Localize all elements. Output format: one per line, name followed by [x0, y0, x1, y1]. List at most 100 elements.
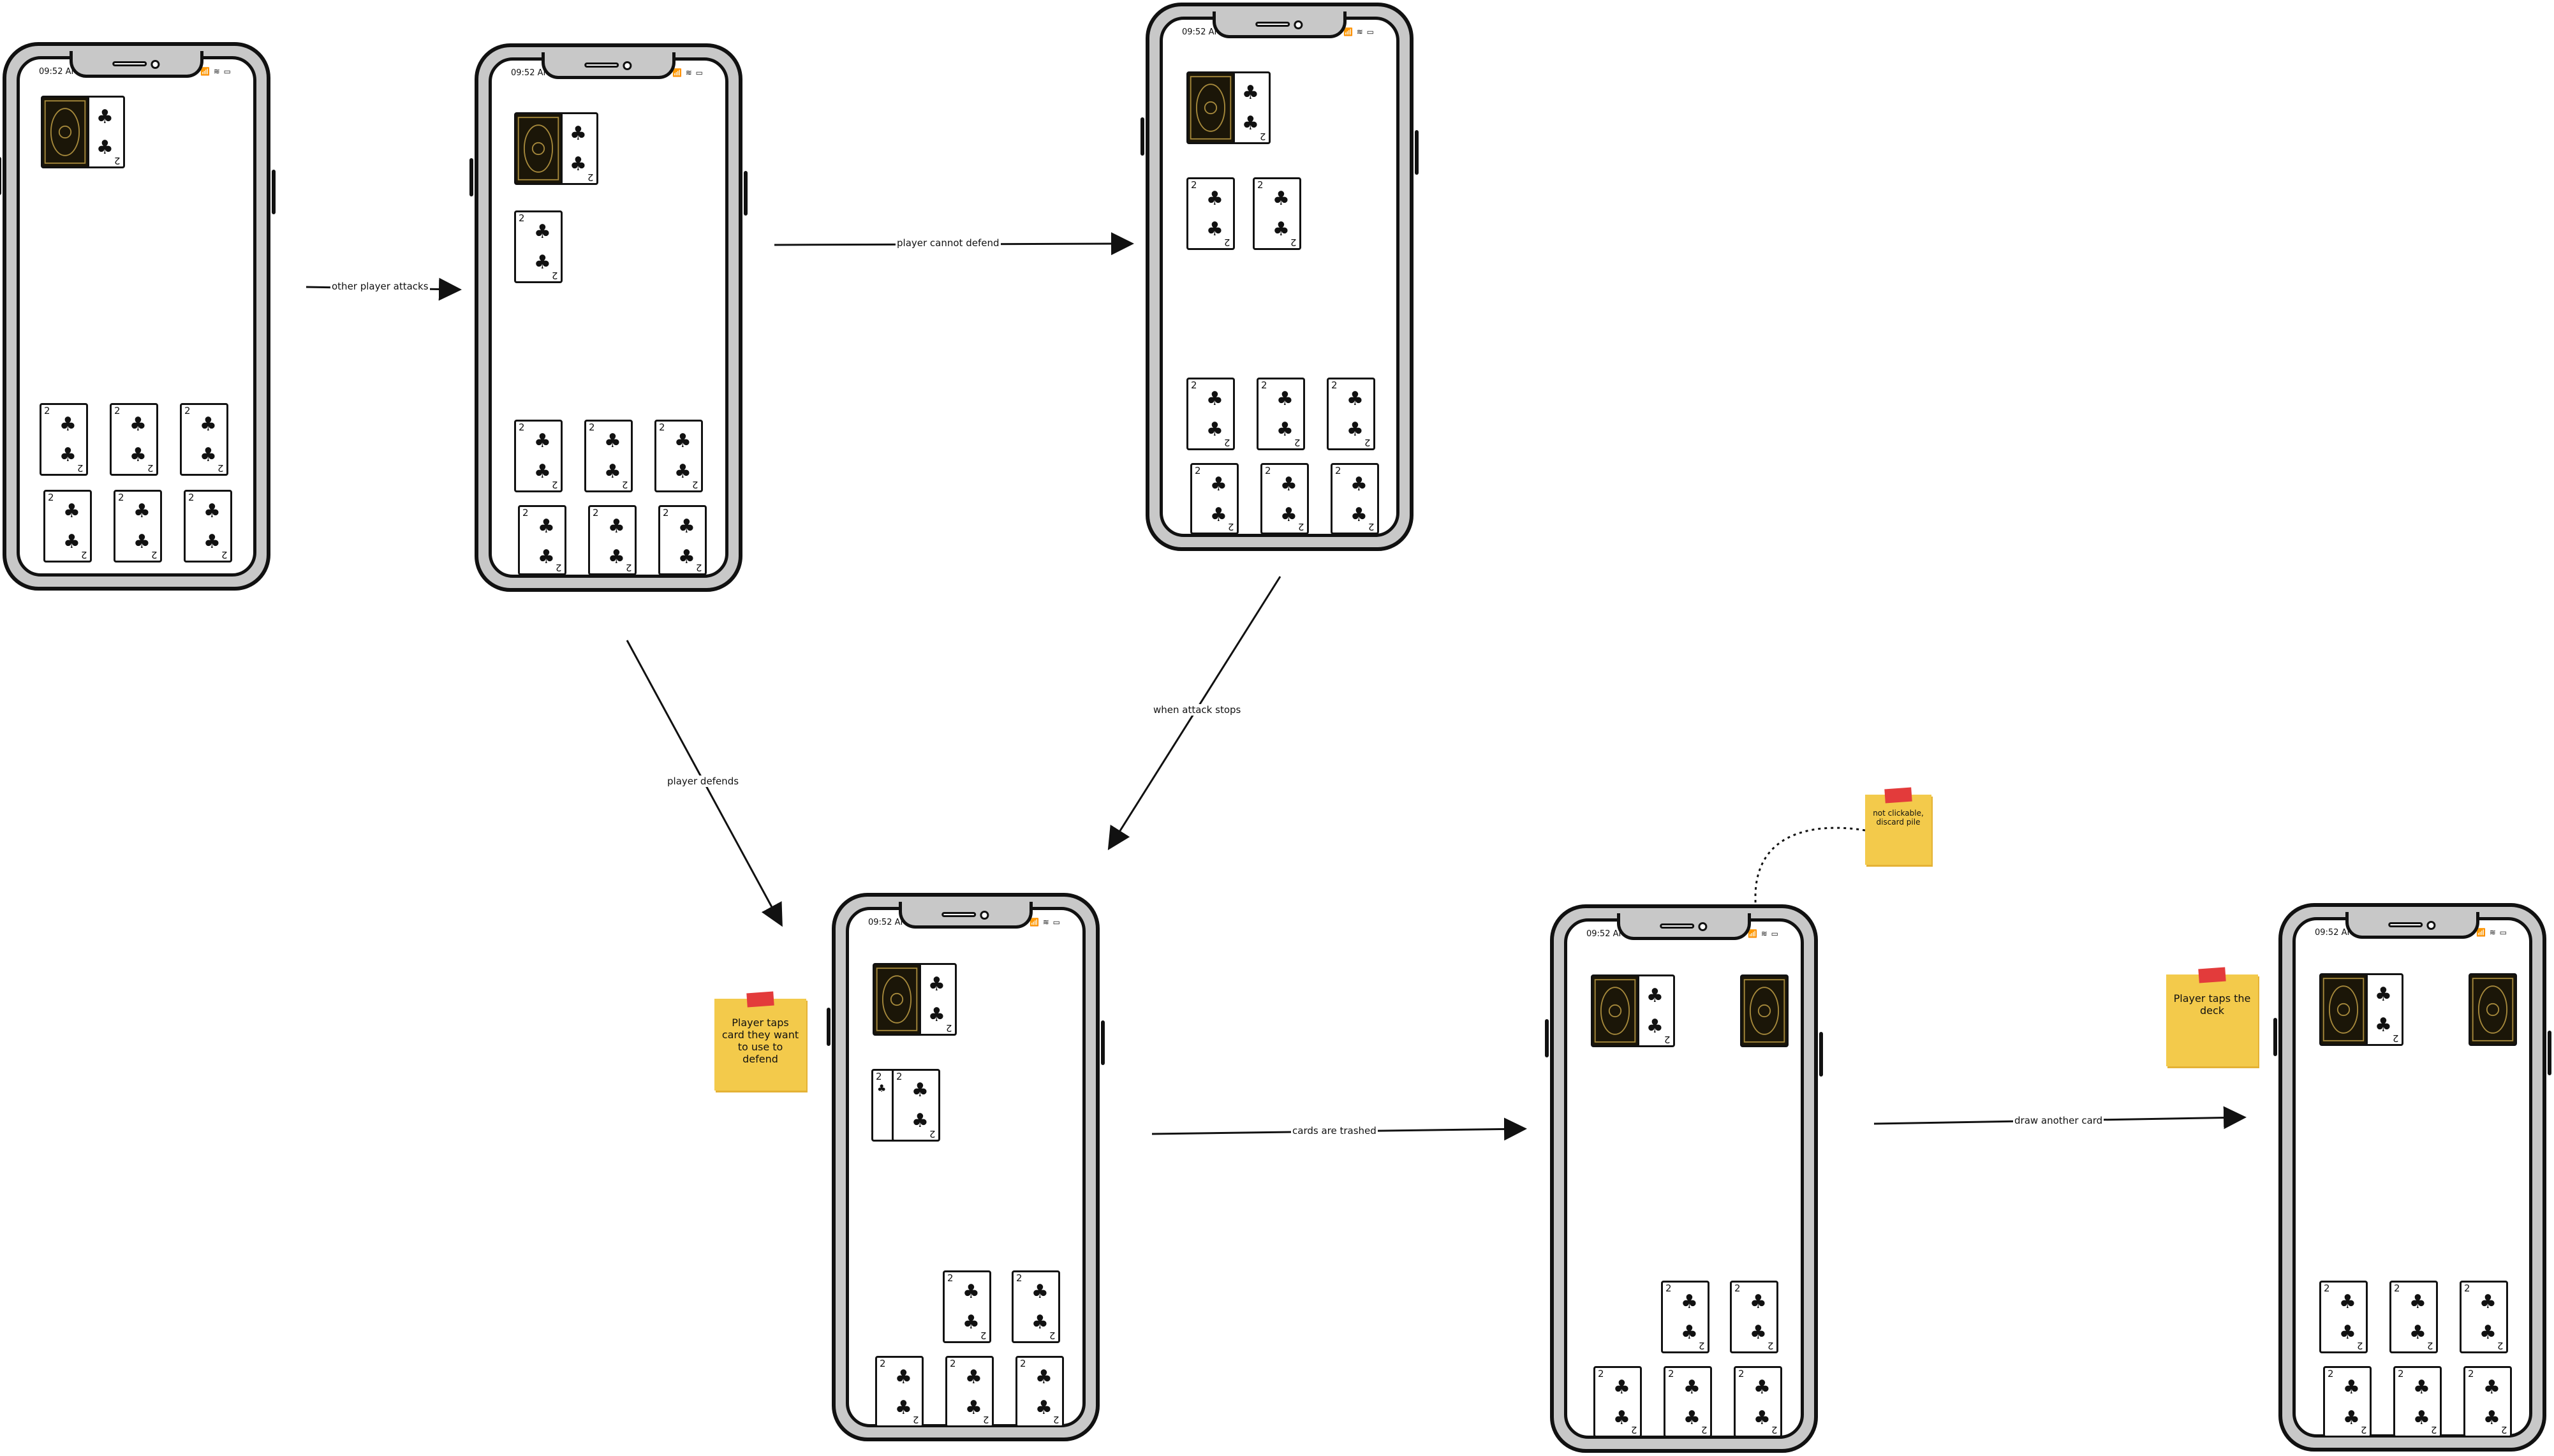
club-icon: ♣ — [1683, 1407, 1701, 1429]
card-rank: 2 — [1664, 1034, 1671, 1045]
hand-card[interactable]: 2 ♣ ♣ 2 — [514, 420, 563, 492]
hand-card[interactable]: 2 ♣ ♣ 2 — [584, 420, 633, 492]
club-icon: ♣ — [1683, 1376, 1701, 1399]
status-icons: 📶 ≋ ▭ — [1030, 918, 1061, 927]
club-icon: ♣ — [1273, 218, 1290, 240]
card-rank: 2 — [218, 462, 224, 474]
club-icon: ♣ — [1242, 82, 1259, 104]
card-rank: 2 — [556, 562, 562, 573]
hand-card[interactable]: 2 ♣ ♣ 2 — [180, 403, 228, 476]
club-icon: ♣ — [2339, 1291, 2356, 1313]
hand-card[interactable]: 2 ♣ ♣ 2 — [1593, 1366, 1642, 1438]
hand-card[interactable]: 2 ♣ ♣ 2 — [2393, 1366, 2442, 1438]
card-rank: 2 — [221, 549, 228, 561]
side-button — [469, 158, 473, 196]
hand-card[interactable]: 2 ♣ ♣ 2 — [2463, 1366, 2512, 1438]
label-cards-are-trashed: cards are trashed — [1291, 1125, 1378, 1136]
tape — [2198, 967, 2226, 983]
card-rank: 2 — [622, 479, 628, 490]
hand-card[interactable]: 2 ♣ ♣ 2 — [40, 403, 88, 476]
card-rank: 2 — [876, 1071, 882, 1082]
club-icon: ♣ — [1350, 473, 1368, 496]
card-rank: 2 — [519, 212, 525, 224]
phone-notch — [542, 52, 675, 79]
card-rank: 2 — [1265, 465, 1271, 476]
side-button — [1101, 1020, 1105, 1065]
hand-card[interactable]: 2 ♣ ♣ 2 — [2460, 1281, 2508, 1353]
club-icon: ♣ — [203, 531, 221, 553]
club-icon: ♣ — [63, 500, 80, 522]
hand-card[interactable]: 2 ♣ ♣ 2 — [184, 490, 232, 563]
speaker-icon — [1660, 923, 1695, 929]
club-icon: ♣ — [678, 515, 695, 538]
club-icon: ♣ — [1035, 1366, 1052, 1388]
card-rank: 2 — [118, 492, 124, 503]
hand-card[interactable]: 2 ♣ ♣ 2 — [2323, 1366, 2372, 1438]
hand-card[interactable]: 2 ♣ ♣ 2 — [110, 403, 158, 476]
hand-card[interactable]: 2 ♣ ♣ 2 — [1015, 1356, 1064, 1427]
club-icon: ♣ — [2343, 1376, 2360, 1399]
club-icon: ♣ — [2409, 1321, 2426, 1344]
hand-card[interactable]: 2 ♣ ♣ 2 — [1327, 378, 1375, 450]
card-rank: 2 — [2324, 1283, 2330, 1294]
hand-card[interactable]: 2 ♣ ♣ 2 — [654, 420, 703, 492]
deck-card-back[interactable] — [41, 96, 89, 168]
card-rank: 2 — [2361, 1424, 2367, 1436]
hand-card[interactable]: 2 ♣ ♣ 2 — [1012, 1270, 1060, 1343]
hand-card[interactable]: 2 ♣ ♣ 2 — [943, 1270, 991, 1343]
hand-card[interactable]: 2 ♣ ♣ 2 — [518, 505, 566, 575]
card-rank: 2 — [1191, 179, 1197, 191]
hand-card[interactable]: 2 ♣ ♣ 2 — [114, 490, 162, 563]
status-icons: 📶 ≋ ▭ — [1343, 27, 1375, 36]
hand-card[interactable]: 2 ♣ ♣ 2 — [1186, 378, 1235, 450]
deck-card-back[interactable] — [514, 112, 563, 185]
hand-card[interactable]: 2 ♣ ♣ 2 — [658, 505, 707, 575]
club-icon: ♣ — [1347, 388, 1364, 410]
club-icon: ♣ — [570, 153, 587, 175]
hand-card[interactable]: 2 ♣ ♣ 2 — [1331, 463, 1379, 534]
club-icon: ♣ — [2343, 1407, 2360, 1429]
deck-card-back[interactable] — [1186, 71, 1235, 144]
label-other-player-attacks: other player attacks — [330, 281, 430, 292]
deck-card-back[interactable] — [1591, 974, 1639, 1047]
club-icon: ♣ — [608, 515, 625, 538]
hand-card[interactable]: 2 ♣ ♣ 2 — [43, 490, 92, 563]
hand-card[interactable]: 2 ♣ ♣ 2 — [1734, 1366, 1782, 1438]
hand-card[interactable]: 2 ♣ ♣ 2 — [1260, 463, 1309, 534]
hand-card[interactable]: 2 ♣ ♣ 2 — [1664, 1366, 1712, 1438]
card-rank: 2 — [552, 270, 558, 281]
status-time: 09:52 AM — [868, 918, 908, 927]
hand-card[interactable]: 2 ♣ ♣ 2 — [2389, 1281, 2438, 1353]
deck-card-back[interactable] — [2319, 973, 2368, 1046]
hand-card[interactable]: 2 ♣ ♣ 2 — [1257, 378, 1305, 450]
status-time: 09:52 AM — [1182, 27, 1222, 37]
status-icons: 📶 ≋ ▭ — [1748, 929, 1779, 938]
phone-notch — [1213, 11, 1347, 38]
card-rank: 2 — [1631, 1424, 1637, 1436]
card-rank: 2 — [1224, 237, 1230, 248]
hand-card[interactable]: 2 ♣ ♣ 2 — [875, 1356, 924, 1427]
card-rank: 2 — [522, 507, 529, 518]
hand-card[interactable]: 2 ♣ ♣ 2 — [1730, 1281, 1778, 1353]
card-rank: 2 — [2393, 1033, 2399, 1044]
club-icon: ♣ — [1276, 388, 1294, 410]
card-rank: 2 — [1364, 437, 1371, 448]
club-icon: ♣ — [1206, 188, 1223, 210]
deck-card-back[interactable] — [873, 963, 921, 1036]
hand-card[interactable]: 2 ♣ ♣ 2 — [2319, 1281, 2368, 1353]
hand-card[interactable]: 2 ♣ ♣ 2 — [1190, 463, 1239, 534]
card-rank: 2 — [44, 405, 50, 416]
club-icon: ♣ — [928, 1004, 945, 1026]
club-icon: ♣ — [1646, 1015, 1664, 1038]
club-icon: ♣ — [1276, 418, 1294, 441]
club-icon: ♣ — [965, 1397, 982, 1419]
card-rank: 2 — [184, 405, 191, 416]
hand-card[interactable]: 2 ♣ ♣ 2 — [1661, 1281, 1709, 1353]
hand-card[interactable]: 2 ♣ ♣ 2 — [945, 1356, 994, 1427]
hand-card[interactable]: 2 ♣ ♣ 2 — [588, 505, 637, 575]
card-rank: 2 — [1261, 379, 1267, 391]
club-icon: ♣ — [1242, 112, 1259, 135]
phone-notch — [2345, 912, 2479, 939]
card-rank: 2 — [81, 549, 87, 561]
